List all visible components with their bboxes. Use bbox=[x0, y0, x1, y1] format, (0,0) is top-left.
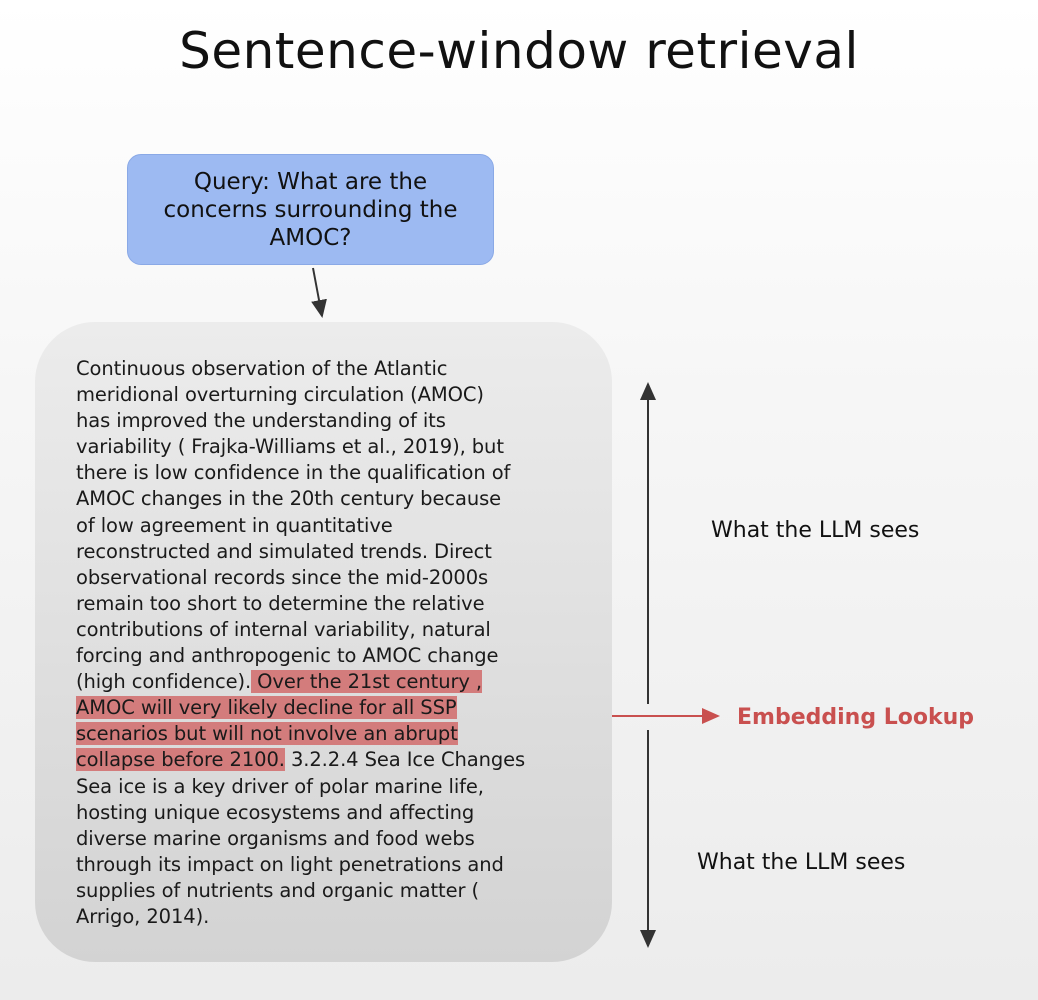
text-segment: reconstructed and simulated trends. Dire… bbox=[76, 539, 492, 563]
text-line: reconstructed and simulated trends. Dire… bbox=[76, 539, 525, 565]
retrieved-sentence-highlight: AMOC will very likely decline for all SS… bbox=[76, 696, 457, 720]
text-line: remain too short to determine the relati… bbox=[76, 591, 525, 617]
text-line: supplies of nutrients and organic matter… bbox=[76, 878, 525, 904]
retrieved-sentence-highlight: scenarios but will not involve an abrupt bbox=[76, 722, 458, 746]
embedding-lookup-label: Embedding Lookup bbox=[737, 705, 975, 730]
text-segment: AMOC changes in the 20th century because bbox=[76, 487, 502, 511]
text-line: through its impact on light penetrations… bbox=[76, 852, 525, 878]
text-line: diverse marine organisms and food webs bbox=[76, 826, 525, 852]
text-segment: forcing and anthropogenic to AMOC change bbox=[76, 644, 499, 668]
diagram-title: Sentence-window retrieval bbox=[179, 22, 859, 80]
text-segment: through its impact on light penetrations… bbox=[76, 852, 504, 876]
text-segment: observational records since the mid-2000… bbox=[76, 565, 489, 589]
text-line: contributions of internal variability, n… bbox=[76, 617, 525, 643]
text-line: collapse before 2100. 3.2.2.4 Sea Ice Ch… bbox=[76, 747, 525, 773]
text-line: there is low confidence in the qualifica… bbox=[76, 460, 525, 486]
text-segment: has improved the understanding of its bbox=[76, 409, 446, 433]
text-line: variability ( Frajka-Williams et al., 20… bbox=[76, 434, 525, 460]
text-line: AMOC will very likely decline for all SS… bbox=[76, 695, 525, 721]
retrieved-sentence-highlight: Over the 21st century , bbox=[251, 670, 483, 694]
text-segment: supplies of nutrients and organic matter… bbox=[76, 878, 479, 902]
lower-context-label: What the LLM sees bbox=[697, 850, 906, 875]
text-line: observational records since the mid-2000… bbox=[76, 565, 525, 591]
upper-context-label: What the LLM sees bbox=[711, 518, 920, 543]
document-chunk bbox=[35, 322, 612, 962]
text-line: AMOC changes in the 20th century because bbox=[76, 486, 525, 512]
document-text: Continuous observation of the Atlantic me… bbox=[76, 356, 525, 930]
text-segment: of low agreement in quantitative bbox=[76, 513, 393, 537]
query-text: Query: What are the concerns surrounding… bbox=[163, 168, 458, 251]
text-segment: contributions of internal variability, n… bbox=[76, 617, 491, 641]
text-line: has improved the understanding of its bbox=[76, 408, 525, 434]
text-segment: variability ( Frajka-Williams et al., 20… bbox=[76, 435, 504, 459]
text-line: (high confidence). Over the 21st century… bbox=[76, 669, 525, 695]
text-line: Sea ice is a key driver of polar marine … bbox=[76, 774, 525, 800]
text-line: Continuous observation of the Atlantic bbox=[76, 356, 525, 382]
text-segment: (high confidence). bbox=[76, 670, 252, 694]
text-segment: Continuous observation of the Atlantic bbox=[76, 357, 448, 380]
text-segment: meridional overturning circulation (AMOC… bbox=[76, 383, 484, 407]
text-segment: there is low confidence in the qualifica… bbox=[76, 461, 511, 485]
text-line: meridional overturning circulation (AMOC… bbox=[76, 382, 525, 408]
retrieved-sentence-highlight: collapse before 2100. bbox=[76, 748, 285, 772]
text-line: of low agreement in quantitative bbox=[76, 513, 525, 539]
text-line: hosting unique ecosystems and affecting bbox=[76, 800, 525, 826]
query-arrow bbox=[311, 267, 327, 318]
text-segment: remain too short to determine the relati… bbox=[76, 591, 485, 615]
text-segment: Arrigo, 2014). bbox=[76, 904, 210, 928]
text-line: scenarios but will not involve an abrupt bbox=[76, 721, 525, 747]
text-segment: hosting unique ecosystems and affecting bbox=[76, 800, 475, 824]
text-segment: diverse marine organisms and food webs bbox=[76, 826, 475, 850]
text-segment: 3.2.2.4 Sea Ice Changes bbox=[284, 748, 526, 772]
text-segment: Sea ice is a key driver of polar marine … bbox=[76, 774, 484, 798]
text-line: Arrigo, 2014). bbox=[76, 904, 525, 930]
text-line: forcing and anthropogenic to AMOC change bbox=[76, 643, 525, 669]
query-box: Query: What are the concerns surrounding… bbox=[127, 154, 494, 265]
